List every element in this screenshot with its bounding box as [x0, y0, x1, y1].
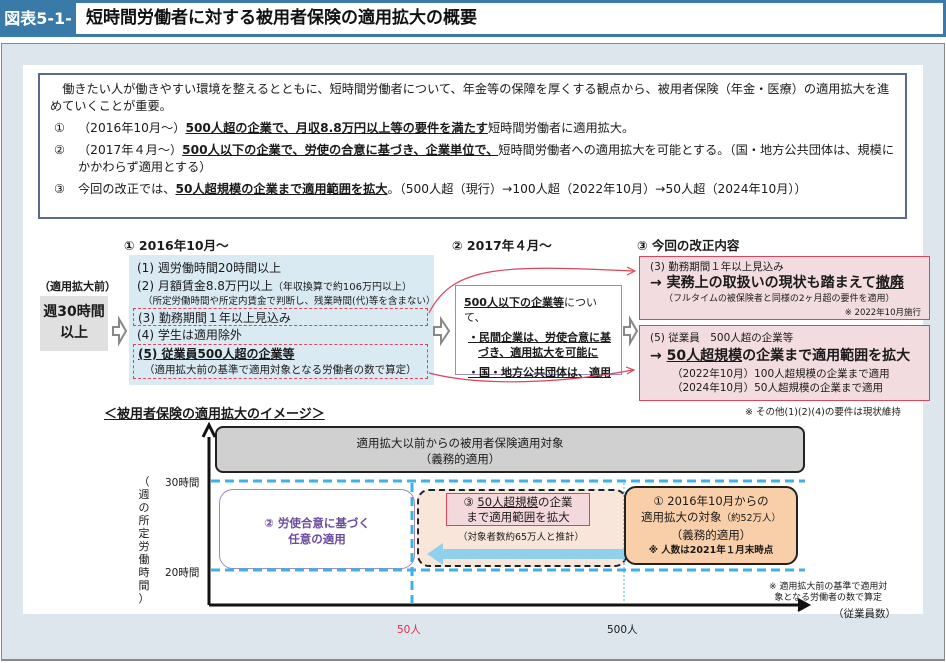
item-emphasis: 500人以下の企業で、労使の合意に基づき、企業単位で、 — [182, 143, 499, 157]
item-rest: 。（500人超（現行）→100人超（2022年10月）→50人超（2024年10… — [387, 182, 807, 196]
y-tick-30h: 30時間 — [165, 477, 200, 489]
section1-box: (1) 週労働時間20時間以上 (2) 月額賃金8.8万円以上（年収換算で約10… — [129, 255, 436, 385]
section2-bullet-2: ・国・地方公共団体は、適用 — [468, 366, 611, 379]
before-line1: 週30時間 — [43, 304, 105, 320]
figure-number: 図表5-1-3 — [0, 3, 76, 59]
section2-box: 500人以下の企業等について、 ・民間企業は、労使合意に基づき、適用拡大を可能に… — [455, 285, 622, 379]
x-axis-note: ※ 適用拡大前の基準で適用対 象となる労働者の数で算定 — [769, 582, 887, 604]
voluntary-application-area: ② 労使合意に基づく 任意の適用 — [219, 489, 415, 569]
other-requirements-note: ※ その他(1)(2)(4)の要件は現状維持 — [745, 407, 901, 418]
before-line2: 以上 — [60, 325, 88, 341]
target-line2: 適用拡大の対象（約52万人） — [626, 509, 796, 527]
requirement-3: (3) 勤務期間１年以上見込み — [133, 308, 428, 326]
section2-heading: ② 2017年４月～ — [452, 238, 552, 253]
requirement-4: (4) 学生は適用除外 — [137, 328, 242, 342]
section2-lead-emph: 500人以下の企業等 — [464, 296, 564, 309]
expansion-note: （対象者数約65万人と推計） — [457, 532, 585, 543]
target-line2-sub: （約52万人） — [721, 513, 782, 524]
x-note-line2: 象となる労働者の数で算定 — [774, 593, 883, 603]
size-note-2024: （2024年10月）50人超規模の企業まで適用 — [672, 382, 883, 394]
section2-bullet-1: ・民間企業は、労使合意に基づき、適用拡大を可能に — [468, 331, 611, 359]
expansion-rest: の企業 — [538, 495, 573, 509]
y-tick-20h: 20時間 — [165, 567, 200, 579]
expansion-prefix: ③ — [463, 495, 478, 509]
tenure-effective: ※ 2022年10月施行 — [844, 308, 921, 318]
size-change-rest: の企業まで適用範囲を拡大 — [742, 348, 911, 364]
section3-box-size: (5) 従業員 500人超の企業等 → 50人超規模の企業まで適用範囲を拡大 （… — [639, 325, 930, 401]
item-prefix: （2016年10月～） — [78, 121, 186, 135]
before-box: 週30時間 以上 — [40, 296, 108, 351]
y-axis-label: （週の所定労働時間） — [138, 475, 150, 605]
curve-tenure-head — [626, 266, 637, 276]
item-rest: 短時間労働者への適用拡大を可能とする。（国・地方公共団体は、規模にかかわらず適用… — [78, 143, 895, 174]
target-line2-text: 適用拡大の対象 — [640, 510, 722, 524]
item-prefix: （2017年４月～） — [78, 143, 183, 157]
curve-size-head — [625, 366, 636, 375]
tenure-item: (3) 勤務期間１年以上見込み — [650, 261, 784, 273]
item-number: ③ — [54, 182, 65, 196]
expansion-line2: まで適用範囲を拡大 — [466, 510, 570, 524]
existing-coverage-band: 適用拡大以前からの被用者保険適用対象 （義務的適用） — [215, 426, 805, 473]
x-axis-label: （従業員数） — [833, 608, 896, 620]
requirement-5-note: （適用拡大前の基準で適用対象となる労働者の数で算定） — [144, 364, 417, 376]
item-number: ② — [54, 143, 65, 157]
arrow-s2-to-s3 — [623, 315, 639, 347]
voluntary-line2: 任意の適用 — [288, 532, 346, 546]
requirement-2-note: （所定労働時間や所定内賃金で判断し、残業時間(代)等を含まない） — [143, 296, 436, 307]
x-tick-50: 50人 — [397, 624, 421, 636]
tenure-change: → 実務上の取扱いの現状も踏まえて撤廃 — [650, 274, 921, 292]
summary-item-2: ② （2017年４月～）500人以下の企業で、労使の合意に基づき、企業単位で、短時… — [50, 142, 895, 176]
size-change: → 50人超規模の企業まで適用範囲を拡大 — [650, 346, 921, 367]
tenure-change-text: → 実務上の取扱いの現状も踏まえて — [650, 275, 876, 291]
size-item: (5) 従業員 500人超の企業等 — [650, 332, 794, 344]
x-tick-500: 500人 — [607, 624, 638, 636]
item-emphasis: 50人超規模の企業まで適用範囲を拡大 — [175, 182, 388, 196]
section3-box-tenure: (3) 勤務期間１年以上見込み → 実務上の取扱いの現状も踏まえて撤廃 （フルタ… — [639, 256, 930, 320]
size-change-prefix: → — [650, 348, 667, 364]
requirement-5: (5) 従業員500人超の企業等 — [138, 347, 295, 361]
arrow-before-to-s1 — [112, 315, 128, 347]
target-line3: （義務的適用） — [670, 528, 752, 542]
figure-body: 働きたい人が働きやすい環境を整えるとともに、短時間労働者について、年金等の保障を… — [23, 65, 930, 636]
size-change-emph: 50人超規模 — [666, 348, 743, 364]
summary-box: 働きたい人が働きやすい環境を整えるとともに、短時間労働者について、年金等の保障を… — [38, 73, 907, 219]
figure-title: 短時間労働者に対する被用者保険の適用拡大の概要 — [86, 8, 477, 28]
tenure-note: （フルタイムの被保険者と同様の2ヶ月超の要件を適用） — [664, 294, 895, 304]
image-title: ＜被用者保険の適用拡大のイメージ＞ — [104, 407, 325, 422]
summary-item-3: ③ 今回の改正では、50人超規模の企業まで適用範囲を拡大。（500人超（現行）→1… — [50, 181, 895, 198]
expansion-emph: 50人超規模 — [477, 495, 539, 509]
voluntary-line1: ② 労使合意に基づく — [264, 516, 370, 530]
requirement-2-sub: （年収換算で約106万円以上） — [272, 282, 412, 293]
tenure-change-emph: 撤廃 — [875, 275, 904, 291]
requirement-1: (1) 週労働時間20時間以上 — [137, 261, 282, 275]
before-label: （適用拡大前） — [39, 280, 116, 293]
existing-coverage-line2: （義務的適用） — [419, 452, 501, 466]
section1-heading: ① 2016年10月～ — [124, 238, 229, 253]
item-rest: 短時間労働者に適用拡大。 — [487, 121, 635, 135]
requirement-2: (2) 月額賃金8.8万円以上（年収換算で約106万円以上） — [133, 277, 434, 295]
item-prefix: 今回の改正では、 — [78, 182, 176, 196]
figure-frame: 働きたい人が働きやすい環境を整えるとともに、短時間労働者について、年金等の保障を… — [1, 43, 945, 661]
figure-header: 図表5-1-3 短時間労働者に対する被用者保険の適用拡大の概要 — [0, 0, 946, 59]
section3-heading: ③ 今回の改正内容 — [637, 238, 740, 253]
target-line1: ① 2016年10月からの — [653, 494, 769, 508]
item-number: ① — [54, 121, 65, 135]
x-note-line1: ※ 適用拡大前の基準で適用対 — [769, 582, 888, 592]
size-note-2022: （2022年10月）100人超規模の企業まで適用 — [672, 368, 890, 380]
summary-intro: 働きたい人が働きやすい環境を整えるとともに、短時間労働者について、年金等の保障を… — [50, 82, 890, 113]
summary-item-1: ① （2016年10月～）500人超の企業で、月収8.8万円以上等の要件を満たす短… — [50, 120, 895, 137]
expansion-label: ③ 50人超規模の企業 まで適用範囲を拡大 — [446, 493, 590, 526]
item-emphasis: 500人超の企業で、月収8.8万円以上等の要件を満たす — [185, 121, 488, 135]
target-2016-box: ① 2016年10月からの 適用拡大の対象（約52万人） （義務的適用） ※ 人… — [624, 486, 798, 565]
expansion-line1: ③ 50人超規模の企業 — [447, 495, 589, 510]
y-axis-head — [201, 421, 217, 438]
requirement-2-text: (2) 月額賃金8.8万円以上 — [137, 279, 273, 293]
requirement-5-group: (5) 従業員500人超の企業等 （適用拡大前の基準で適用対象となる労働者の数で… — [133, 344, 428, 379]
existing-coverage-line1: 適用拡大以前からの被用者保険適用対象 — [356, 436, 564, 450]
section2-lead: 500人以下の企業等について、 — [464, 295, 617, 325]
arrow-s1-to-s2 — [433, 315, 451, 347]
target-note: ※ 人数は2021年１月末時点 — [648, 545, 774, 556]
